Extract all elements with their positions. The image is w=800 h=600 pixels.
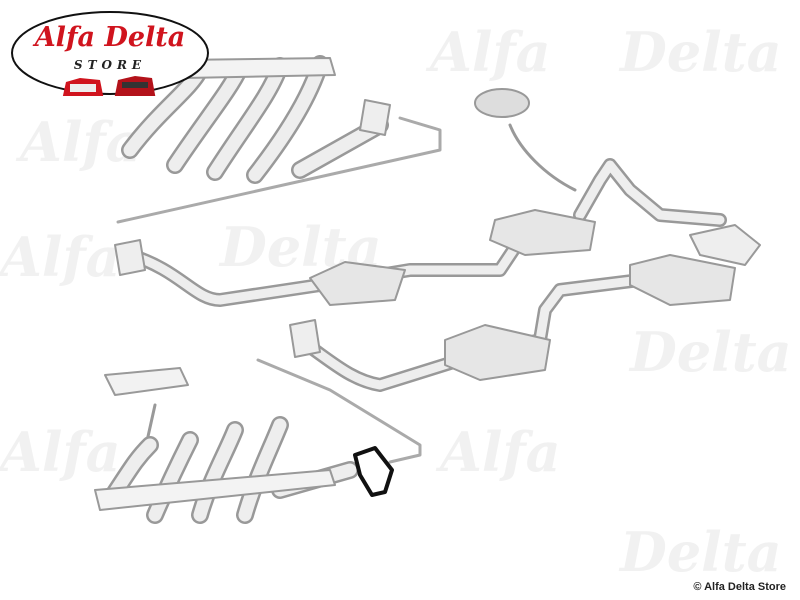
- upper-exhaust-pipe: [114, 158, 727, 307]
- upper-rear-muffler: [489, 209, 596, 256]
- exhaust-flange-gasket-highlight: [353, 446, 394, 497]
- upper-center-muffler: [309, 261, 406, 306]
- tail-pipe-bracket: [689, 224, 761, 266]
- watermark: Alfa: [0, 225, 121, 289]
- car-icon: [62, 76, 156, 96]
- leader-line: [256, 358, 422, 464]
- lower-exhaust-pipe: [289, 224, 761, 392]
- upper-exhaust-manifold: [121, 55, 391, 184]
- leader-arrow: [508, 123, 577, 192]
- watermark: Alfa: [430, 20, 551, 84]
- manifold-gasket: [104, 367, 189, 396]
- alfa-delta-store-logo[interactable]: Alfa Delta STORE: [10, 10, 210, 96]
- logo-subtitle: STORE: [73, 58, 147, 72]
- watermark: Delta: [620, 20, 782, 84]
- leader-line: [116, 116, 442, 224]
- watermark: Alfa: [20, 110, 141, 174]
- rubber-mount-ring: [474, 88, 530, 118]
- lower-exhaust-manifold: [94, 416, 359, 524]
- logo-title: Alfa Delta: [34, 22, 186, 53]
- watermark: Alfa: [0, 420, 121, 484]
- lower-rear-muffler: [629, 254, 736, 306]
- lower-center-muffler: [444, 324, 551, 381]
- watermark: Delta: [630, 320, 792, 384]
- watermark: Delta: [620, 520, 782, 584]
- watermark: Alfa: [440, 420, 561, 484]
- copyright-notice: © Alfa Delta Store: [693, 581, 786, 593]
- logo-oval: [11, 11, 209, 96]
